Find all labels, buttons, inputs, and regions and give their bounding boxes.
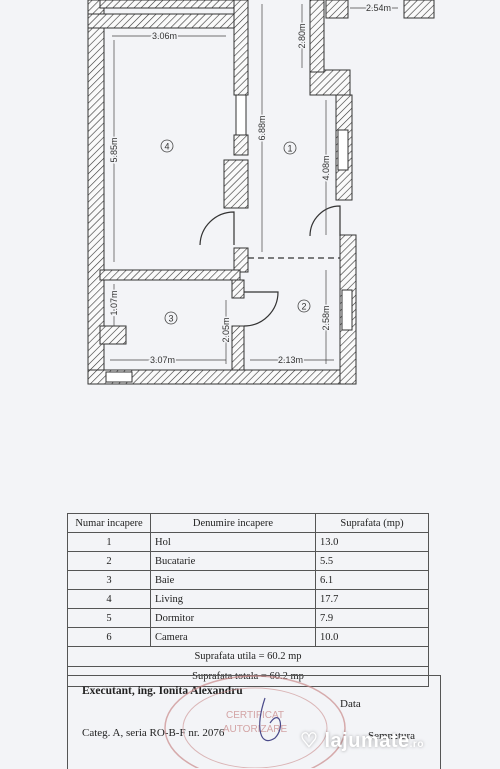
wall [223, 159, 249, 209]
room-area-cell: 7.9 [315, 608, 429, 628]
room-area-cell: 17.7 [315, 589, 429, 609]
wall [231, 325, 245, 371]
room-number-cell: 3 [67, 570, 151, 590]
door [309, 205, 341, 237]
rooms-table: Numar incapere Denumire incapere Suprafa… [67, 513, 429, 687]
executant-name: Executant, ing. Ionita Alexandru [82, 685, 243, 697]
room-name-cell: Baie [150, 570, 316, 590]
table-header: Suprafata (mp) [315, 513, 429, 533]
window [337, 129, 349, 171]
table-row: 1 Hol 13.0 [67, 532, 429, 552]
dimension-label: 6.88m [257, 115, 267, 140]
room-number-cell: 5 [67, 608, 151, 628]
room-number-cell: 4 [67, 589, 151, 609]
svg-text:CERTIFICAT: CERTIFICAT [226, 710, 284, 721]
table-row: 2 Bucatarie 5.5 [67, 551, 429, 571]
svg-text:AUTORIZARE: AUTORIZARE [223, 724, 288, 735]
wall [233, 0, 249, 96]
wall [99, 0, 249, 9]
wall [99, 325, 127, 345]
room-name-cell: Dormitor [150, 608, 316, 628]
room-number: 1 [287, 144, 292, 154]
heart-icon: ♡ [300, 730, 319, 752]
dimension-label: 2.13m [278, 355, 303, 365]
authorization-series: Categ. A, seria RO-B-F nr. 2076 [82, 727, 225, 739]
table-row: 5 Dormitor 7.9 [67, 608, 429, 628]
window [235, 94, 247, 136]
room-name-cell: Living [150, 589, 316, 609]
dimension-label: 5.85m [109, 137, 119, 162]
wall [403, 0, 435, 19]
wall [233, 134, 249, 156]
wall [309, 0, 325, 73]
room-number: 3 [168, 314, 173, 324]
dimension-label: 1.07m [109, 290, 119, 315]
dimension-label: 3.07m [150, 355, 175, 365]
door [243, 291, 279, 327]
wall [309, 69, 351, 96]
room-number: 4 [164, 142, 169, 152]
certification-stamp: CERTIFICAT AUTORIZARE [164, 675, 346, 768]
room-area-cell: 13.0 [315, 532, 429, 552]
dimension-label: 2.54m [366, 3, 391, 13]
window [341, 289, 353, 331]
room-name-cell: Camera [150, 627, 316, 647]
room-area-cell: 6.1 [315, 570, 429, 590]
table-row: 4 Living 17.7 [67, 589, 429, 609]
wall [325, 0, 349, 19]
dimension-label: 4.08m [321, 155, 331, 180]
room-number-cell: 2 [67, 551, 151, 571]
usable-area-total: Suprafata utila = 60.2 mp [67, 646, 429, 667]
wall [87, 13, 249, 29]
signature-label: Semnatura [368, 730, 416, 742]
watermark-logo: ♡ lajumate.ro [300, 730, 424, 752]
window [105, 371, 133, 383]
room-number-cell: 6 [67, 627, 151, 647]
room-area-cell: 5.5 [315, 551, 429, 571]
wall [231, 279, 245, 299]
date-label: Data [340, 698, 361, 710]
table-header: Denumire incapere [150, 513, 316, 533]
room-number: 2 [301, 302, 306, 312]
table-header: Numar incapere [67, 513, 151, 533]
dimension-label: 2.80m [297, 23, 307, 48]
table-row: 6 Camera 10.0 [67, 627, 429, 647]
wall [233, 247, 249, 273]
door [199, 211, 235, 246]
dimension-label: 2.05m [221, 317, 231, 342]
room-number-cell: 1 [67, 532, 151, 552]
floor-plan: 3.06m 2.80m 2.54m 5.85m 6.88m 4.08m 1.07… [87, 0, 435, 385]
room-name-cell: Bucatarie [150, 551, 316, 571]
wall [99, 269, 241, 281]
dimension-label: 2.58m [321, 305, 331, 330]
room-area-cell: 10.0 [315, 627, 429, 647]
table-row: 3 Baie 6.1 [67, 570, 429, 590]
dimension-label: 3.06m [152, 31, 177, 41]
room-name-cell: Hol [150, 532, 316, 552]
